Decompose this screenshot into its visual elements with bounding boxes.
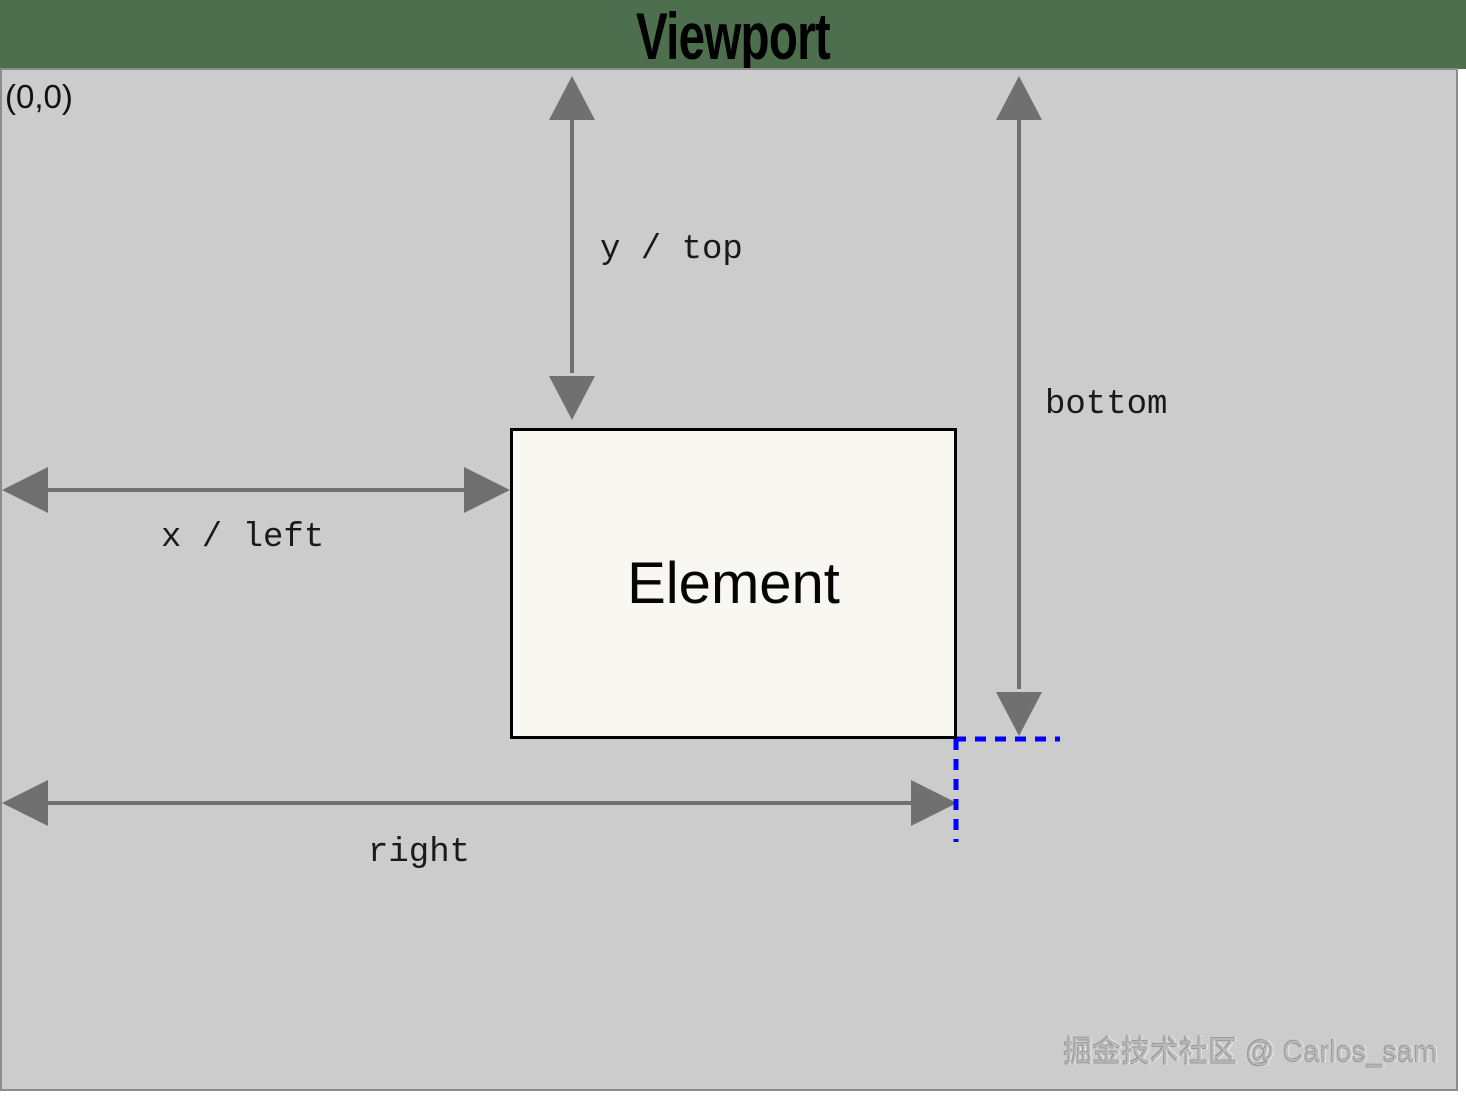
element-label: Element: [627, 551, 840, 616]
label-x-left: x / left: [161, 519, 325, 557]
element-box: Element: [510, 428, 957, 739]
page-title: Viewport: [635, 0, 831, 69]
watermark: 掘金技术社区 @ Carlos_sam: [1063, 1036, 1438, 1068]
origin-label: (0,0): [5, 78, 73, 115]
label-bottom: bottom: [1045, 386, 1168, 424]
label-y-top: y / top: [600, 231, 743, 269]
title-band: Viewport: [0, 0, 1466, 69]
label-right: right: [368, 834, 471, 872]
